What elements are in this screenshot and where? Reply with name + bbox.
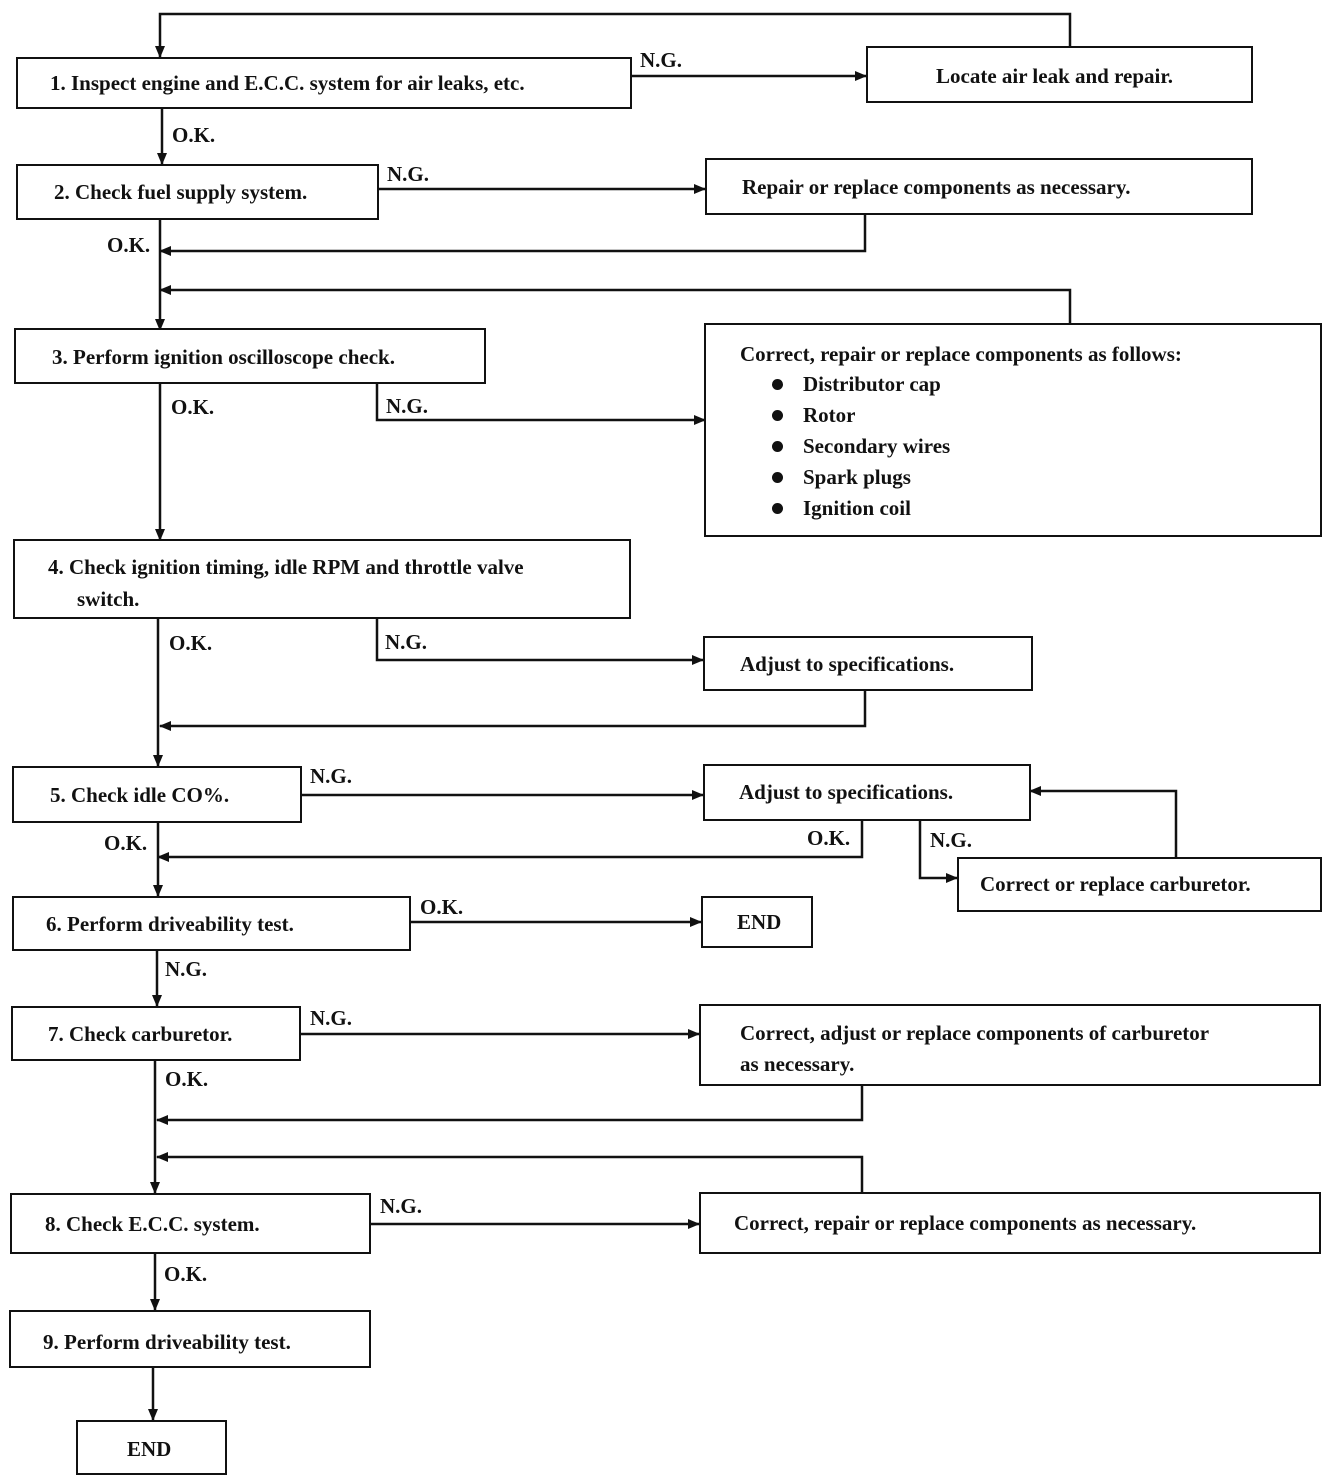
step-2-text: 2. Check fuel supply system.	[54, 182, 307, 203]
list-item: Distributor cap	[772, 369, 950, 400]
step-label: Check idle CO%.	[71, 783, 230, 807]
step-number: 6.	[46, 912, 62, 936]
step-8-box	[10, 1193, 371, 1254]
action-carb-components-box	[699, 1004, 1321, 1086]
list-item: Secondary wires	[772, 431, 950, 462]
label-ok-2: O.K.	[107, 233, 151, 257]
label-ok-8: O.K.	[164, 1262, 208, 1286]
step-8-text: 8. Check E.C.C. system.	[45, 1214, 260, 1235]
step-4-box	[13, 539, 631, 619]
return-a5	[157, 820, 864, 862]
step-label: Check E.C.C. system.	[66, 1212, 260, 1236]
step-number: 3.	[52, 345, 68, 369]
step-number: 4.	[48, 555, 64, 579]
label-ng-5: N.G.	[310, 764, 352, 788]
label-ng-6: N.G.	[165, 957, 207, 981]
step-label: Perform ignition oscilloscope check.	[73, 345, 395, 369]
step-3-box	[14, 328, 486, 384]
label-ng-4: N.G.	[385, 630, 427, 654]
bullet-icon	[772, 409, 783, 421]
step-number: 9.	[43, 1330, 59, 1354]
arrow-a5-ng	[918, 820, 958, 883]
label-ng-5b: N.G.	[930, 828, 972, 852]
step-label: Perform driveability test.	[67, 912, 294, 936]
return-a4	[159, 690, 867, 731]
label-ok-4: O.K.	[169, 631, 213, 655]
action-carb-components-line1: Correct, adjust or replace components of…	[740, 1021, 1210, 1045]
label-ok-3: O.K.	[171, 395, 215, 419]
arrow-4-ng	[375, 618, 704, 665]
action-adjust-spec-1-box	[703, 636, 1033, 691]
action-ecc-components-text: Correct, repair or replace components as…	[734, 1211, 1197, 1235]
action-ecc-components-box	[699, 1192, 1321, 1254]
ignition-component-list: Distributor cap Rotor Secondary wires Sp…	[772, 369, 950, 524]
label-ok-5: O.K.	[104, 831, 148, 855]
label-ok-1: O.K.	[172, 123, 216, 147]
step-label: Check fuel supply system.	[75, 180, 308, 204]
return-a7	[156, 1086, 864, 1125]
label-ng-7: N.G.	[310, 1006, 352, 1030]
step-4-text-line2: switch.	[77, 587, 140, 611]
list-item: Rotor	[772, 400, 950, 431]
action-ignition-components-intro: Correct, repair or replace components as…	[740, 342, 1182, 366]
loop-a1-to-step1	[155, 12, 1072, 58]
action-locate-air-leak-box	[866, 46, 1253, 103]
step-number: 7.	[48, 1022, 64, 1046]
return-a3	[159, 285, 1072, 323]
label-ng-8: N.G.	[380, 1194, 422, 1218]
action-adjust-spec-2-text: Adjust to specifications.	[739, 780, 954, 804]
return-a8	[156, 1152, 864, 1192]
list-item: Spark plugs	[772, 462, 950, 493]
bullet-icon	[772, 471, 783, 483]
arrow-3-ng	[375, 383, 706, 425]
end-text-2: END	[127, 1437, 172, 1461]
step-7-text: 7. Check carburetor.	[48, 1024, 232, 1045]
action-locate-air-leak-text: Locate air leak and repair.	[936, 64, 1174, 88]
step-label: Perform driveability test.	[64, 1330, 291, 1354]
step-number: 8.	[45, 1212, 61, 1236]
label-ok-5b: O.K.	[807, 826, 851, 850]
step-9-box	[9, 1310, 371, 1368]
action-adjust-spec-1-text: Adjust to specifications.	[740, 652, 955, 676]
action-replace-carb-text: Correct or replace carburetor.	[980, 872, 1251, 896]
label-ng-1: N.G.	[640, 48, 682, 72]
bullet-icon	[772, 378, 783, 390]
step-5-text: 5. Check idle CO%.	[50, 785, 229, 806]
action-ignition-components-box	[704, 323, 1322, 537]
list-item: Ignition coil	[772, 493, 950, 524]
step-label: Check carburetor.	[69, 1022, 233, 1046]
step-number: 2.	[54, 180, 70, 204]
action-carb-components-line2: as necessary.	[740, 1052, 855, 1076]
end-box-1	[701, 896, 813, 948]
bullet-icon	[772, 502, 783, 514]
end-box-2	[76, 1420, 227, 1475]
step-4-text: 4. Check ignition timing, idle RPM and t…	[48, 557, 524, 578]
step-6-text: 6. Perform driveability test.	[46, 914, 294, 935]
label-ok-6: O.K.	[420, 895, 464, 919]
step-number: 5.	[50, 783, 66, 807]
step-6-box	[12, 896, 411, 951]
step-2-box	[16, 164, 379, 220]
step-3-text: 3. Perform ignition oscilloscope check.	[52, 347, 395, 368]
step-5-box	[12, 766, 302, 823]
label-ng-3: N.G.	[386, 394, 428, 418]
step-9-text: 9. Perform driveability test.	[43, 1332, 291, 1353]
label-ok-7: O.K.	[165, 1067, 209, 1091]
action-repair-fuel-box	[705, 158, 1253, 215]
action-adjust-spec-2-box	[703, 764, 1031, 821]
step-number: 1.	[50, 71, 66, 95]
step-label: Inspect engine and E.C.C. system for air…	[71, 71, 525, 95]
loop-a5b-to-a5	[1029, 786, 1178, 857]
action-repair-fuel-text: Repair or replace components as necessar…	[742, 175, 1131, 199]
label-ng-2: N.G.	[387, 162, 429, 186]
step-1-box	[16, 57, 632, 109]
action-replace-carb-box	[957, 857, 1322, 912]
bullet-icon	[772, 440, 783, 452]
step-1-text: 1. Inspect engine and E.C.C. system for …	[50, 73, 525, 94]
step-7-box	[11, 1006, 301, 1061]
end-text-1: END	[737, 910, 782, 934]
return-a2	[159, 214, 867, 256]
step-label: Check ignition timing, idle RPM and thro…	[69, 555, 524, 579]
